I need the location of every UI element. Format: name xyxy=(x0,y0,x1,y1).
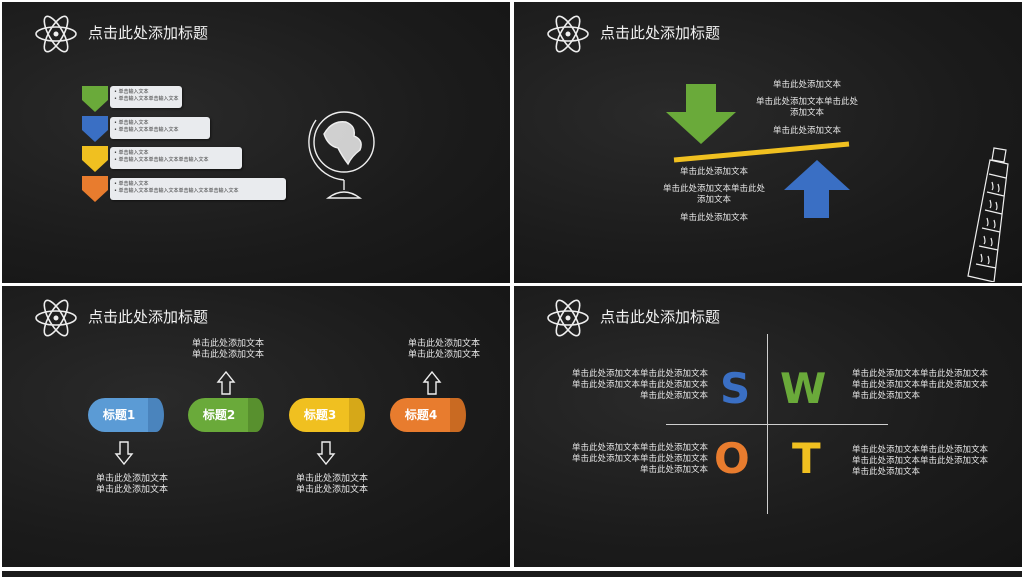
text-block: 单击此处添加文本 xyxy=(772,80,841,90)
text-block: 单击此处添加文本单击此处 添加文本 xyxy=(662,184,765,205)
balance-graphic xyxy=(666,84,850,218)
step-cap xyxy=(148,398,164,432)
text-block: 单击此处添加文本单击此处添加文本单击此处添加文本单击此处添加文本单击此处添加文本 xyxy=(852,445,989,477)
list-item[interactable]: • 单击输入文本 • 单击输入文本单击输入文本 xyxy=(110,86,182,108)
slide-title: 点击此处添加标题 xyxy=(600,24,721,42)
globe-icon xyxy=(308,111,375,199)
arrow-up-icon xyxy=(422,370,442,395)
slide-title: 点击此处添加标题 xyxy=(88,24,209,42)
next-slide-edge xyxy=(2,571,1022,577)
atom-icon xyxy=(35,299,77,337)
leaning-tower-icon xyxy=(967,147,1009,282)
text-block: 单击此处添加文本 xyxy=(679,213,748,223)
chevron-stack xyxy=(82,86,108,202)
slide-thumbnail-1[interactable]: 点击此处添加标题 • 单击输入文本 • 单击输入文本单击输入文本 • 单击输入文… xyxy=(2,2,510,283)
list-item[interactable]: • 单击输入文本 • 单击输入文本单击输入文本单击输入文本 xyxy=(110,147,242,169)
text-block: 单击此处添加文本单击此处 添加文本 xyxy=(755,97,858,118)
swot-o: O xyxy=(714,434,750,483)
text-block: 单击此处添加文本单击此处添加文本单击此处添加文本单击此处添加文本单击此处添加文本 xyxy=(571,369,708,401)
step-4[interactable]: 标题4 xyxy=(390,398,452,432)
step-cap xyxy=(349,398,365,432)
slide-title: 点击此处添加标题 xyxy=(88,308,209,326)
swot-t: T xyxy=(792,434,821,483)
slide-thumbnail-2[interactable]: 点击此处添加标题 单击此处添加文本 单击此处添加文本单击此处 添加文本 单击此处… xyxy=(514,2,1022,283)
text-block: 单击此处添加文本 xyxy=(679,167,748,177)
arrow-down-icon xyxy=(114,441,134,466)
divider-horizontal xyxy=(666,424,888,425)
swot-s: S xyxy=(720,364,751,413)
text-block: 单击此处添加文本单击此处添加文本单击此处添加文本单击此处添加文本单击此处添加文本 xyxy=(571,443,708,475)
swot-w: W xyxy=(780,364,827,413)
arrow-up-icon xyxy=(216,370,236,395)
text-block: 单击此处添加文本单击此处添加文本 xyxy=(407,339,480,360)
atom-icon xyxy=(547,15,589,53)
text-block: 单击此处添加文本单击此处添加文本 xyxy=(295,474,368,495)
text-block: 单击此处添加文本单击此处添加文本 xyxy=(191,339,264,360)
step-cap xyxy=(248,398,264,432)
slide-title: 点击此处添加标题 xyxy=(600,308,721,326)
list-item[interactable]: • 单击输入文本 • 单击输入文本单击输入文本 xyxy=(110,117,210,139)
step-2[interactable]: 标题2 xyxy=(188,398,250,432)
step-cap xyxy=(450,398,466,432)
step-1[interactable]: 标题1 xyxy=(88,398,150,432)
list-item[interactable]: • 单击输入文本 • 单击输入文本单击输入文本单击输入文本单击输入文本 xyxy=(110,178,286,200)
atom-icon xyxy=(547,299,589,337)
text-block: 单击此处添加文本单击此处添加文本单击此处添加文本单击此处添加文本单击此处添加文本 xyxy=(852,369,989,401)
text-block: 单击此处添加文本单击此处添加文本 xyxy=(95,474,168,495)
text-block: 单击此处添加文本 xyxy=(772,126,841,136)
arrow-down-icon xyxy=(316,441,336,466)
atom-icon xyxy=(35,15,77,53)
slide-thumbnail-3[interactable]: 点击此处添加标题 标题1 标题2 标题3 标题4 单击此处添加文本单击此处添加文… xyxy=(2,286,510,567)
slide-thumbnail-4[interactable]: 点击此处添加标题 S W O T 单击此处添加文本单击此处添加文本单击此处添加文… xyxy=(514,286,1022,567)
step-3[interactable]: 标题3 xyxy=(289,398,351,432)
